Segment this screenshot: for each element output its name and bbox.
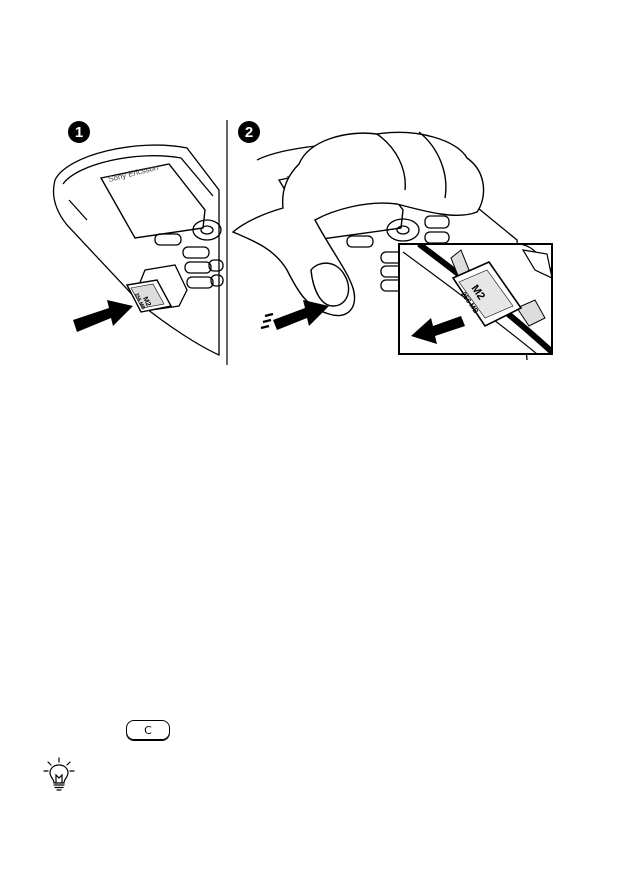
memory-card-1: M2 256 MB [127, 265, 187, 312]
c-key-icon: C [126, 720, 170, 740]
memory-card-illustration: 1 Sony Ericsson [47, 120, 559, 365]
step-2-panel: 2 Sony Ericsson [233, 121, 552, 360]
brand-text-1: Sony Ericsson [107, 163, 159, 184]
step-2-number: 2 [245, 124, 253, 141]
step-1-badge: 1 [68, 121, 90, 143]
step-1-number: 1 [75, 124, 83, 141]
insert-arrow-icon-1 [73, 300, 133, 332]
c-key-label: C [144, 725, 152, 736]
push-arrow-icon-2 [261, 300, 329, 330]
closeup-inset: M2 256 MB [399, 244, 552, 354]
step-1-panel: 1 Sony Ericsson [54, 121, 224, 355]
lightbulb-tip-icon [42, 757, 76, 793]
step-2-badge: 2 [238, 121, 260, 143]
